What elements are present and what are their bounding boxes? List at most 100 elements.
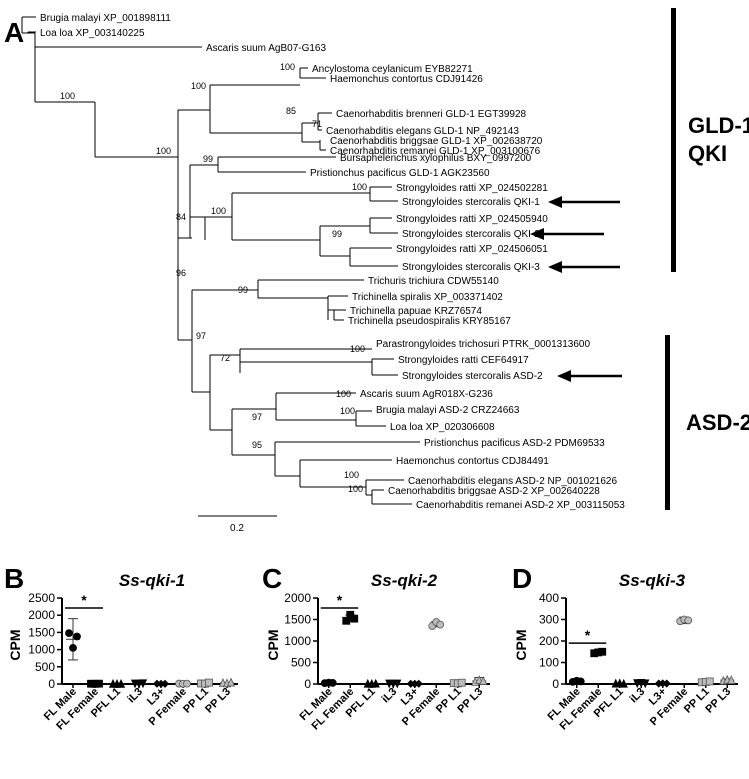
leaf-label: Ascaris suum AgB07-G163 [206,43,326,54]
data-point [619,678,628,688]
plot-title: Ss-qki-2 [371,571,438,590]
data-point [414,679,423,688]
data-point [342,616,351,625]
y-axis-label: CPM [265,629,281,660]
y-axis-label: CPM [7,629,23,660]
y-tick-label: 500 [35,660,55,674]
data-point [328,679,337,687]
y-tick-label: 2500 [28,591,55,605]
leaf-label: Strongyloides stercoralis QKI-2 [402,229,540,240]
support-value: 100 [60,91,75,101]
support-value: 100 [280,62,295,72]
tree-leaf-labels: Brugia malayi XP_001898111 Loa loa XP_00… [40,13,625,511]
support-value: 100 [350,344,365,354]
support-value: 85 [286,106,296,116]
data-point [116,678,126,688]
data-point [576,677,585,686]
leaf-label: Loa loa XP_020306608 [390,422,495,433]
leaf-label: Haemonchus contortus CDJ84491 [396,456,549,467]
x-tick-label: iL3 [628,686,648,706]
arrows [530,196,622,382]
arrow-icon [557,370,622,382]
leaf-label: Pristionchus pacificus GLD-1 AGK23560 [310,168,490,179]
support-value: 100 [348,484,363,494]
data-point [727,675,736,685]
leaf-label: Strongyloides ratti XP_024506051 [396,244,548,255]
y-tick-label: 300 [539,613,559,627]
leaf-label: Trichinella papuae KRZ76574 [350,306,482,317]
x-tick-label: iL3 [380,686,400,706]
support-value: 100 [352,182,367,192]
significance-star: * [337,592,343,608]
panel-label-b: B [4,563,24,594]
data-point [183,679,191,688]
clade-label-gld1: GLD-1/ [688,113,749,138]
y-tick-label: 1000 [28,643,55,657]
support-value: 100 [191,81,206,91]
leaf-label: Caenorhabditis remanei GLD-1 XP_00310067… [330,146,541,157]
tree-support-values: 100 100 100 85 71 100 99 100 100 99 84 9… [60,62,367,494]
data-point [436,620,445,629]
leaf-label: Ancylostoma ceylanicum EYB82271 [312,64,473,75]
support-value: 71 [312,119,322,129]
y-tick-label: 1000 [284,634,311,648]
data-point [371,678,380,688]
y-tick-label: 0 [304,677,311,691]
data-point [662,679,671,688]
leaf-label: Caenorhabditis brenneri GLD-1 EGT39928 [336,109,527,120]
y-tick-label: 0 [552,677,559,691]
leaf-label: Caenorhabditis briggsae GLD-1 XP_0026387… [330,136,543,147]
leaf-label: Loa loa XP_003140225 [40,28,145,39]
leaf-label: Haemonchus contortus CDJ91426 [330,74,483,85]
support-value: 100 [344,470,359,480]
support-value: 84 [176,212,186,222]
y-tick-label: 500 [291,656,311,670]
data-point [205,678,213,687]
leaf-label: Brugia malayi ASD-2 CRZ24663 [376,405,520,416]
data-point [73,632,81,641]
data-point [705,677,714,686]
support-value: 99 [203,154,213,164]
significance-star: * [81,592,87,608]
leaf-label: Trichinella spiralis XP_003371402 [352,292,503,303]
y-tick-label: 200 [539,634,559,648]
leaf-label: Strongyloides stercoralis ASD-2 [402,371,543,382]
panel-label-c: C [262,563,282,594]
arrow-icon [530,228,604,240]
data-point [598,647,607,656]
data-point [160,679,170,688]
data-point [479,676,488,685]
clade-label-gld1-2: QKI [688,141,727,166]
clade-bar-asd2 [665,335,670,510]
plot-title: Ss-qki-1 [119,571,185,590]
data-point [684,616,693,625]
support-value: 100 [211,206,226,216]
x-tick-label: PP L3 [703,686,733,716]
leaf-label: Caenorhabditis elegans ASD-2 NP_00102162… [408,476,617,487]
leaf-label: Strongyloides ratti XP_024502281 [396,183,548,194]
leaf-label: Strongyloides ratti XP_024505940 [396,214,548,225]
data-point [457,678,466,687]
leaf-label: Ascaris suum AgR018X-G236 [360,389,493,400]
y-tick-label: 1500 [28,625,55,639]
panel-label-a: A [4,17,24,48]
support-value: 100 [156,146,171,156]
x-tick-label: iL3 [125,686,145,706]
support-value: 97 [196,331,206,341]
data-point [350,614,359,623]
data-point [65,629,73,637]
support-value: 100 [336,389,351,399]
leaf-label: Caenorhabditis briggsae ASD-2 XP_0026402… [388,486,600,497]
y-tick-label: 400 [539,591,559,605]
leaf-label: Caenorhabditis elegans GLD-1 NP_492143 [326,126,519,137]
leaf-label: Trichuris trichiura CDW55140 [368,276,499,287]
phylogenetic-tree: A [4,8,749,534]
y-tick-label: 2000 [284,591,311,605]
clade-label-asd2: ASD-2 [686,410,749,435]
significance-star: * [585,627,591,643]
